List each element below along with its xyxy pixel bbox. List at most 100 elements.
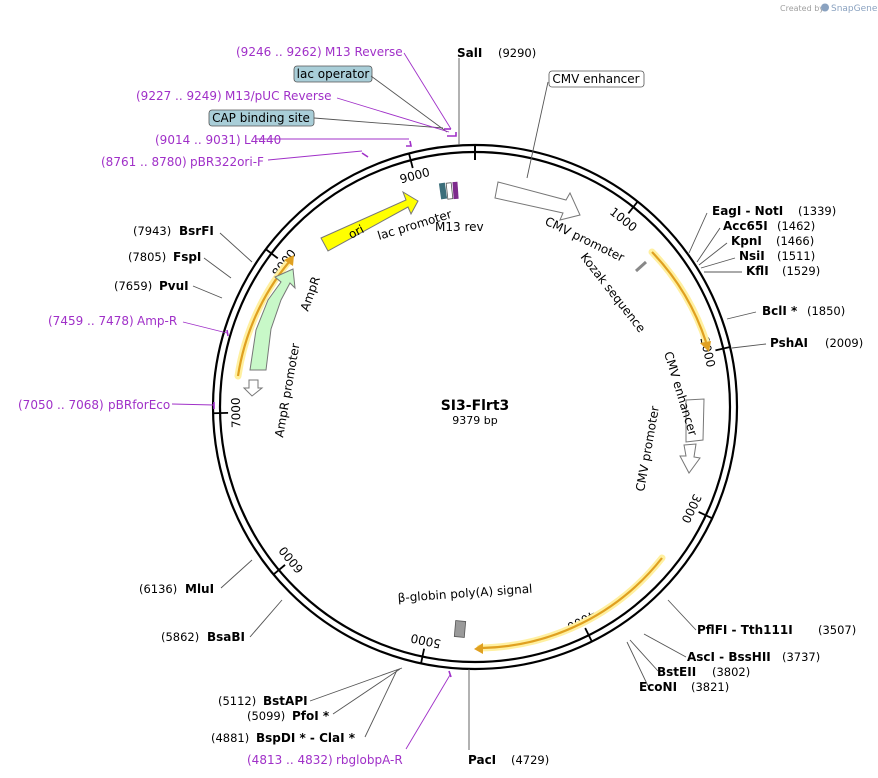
site-name-bsrfi: BsrFI	[179, 224, 214, 238]
site-pos-asci-bsshii: (3737)	[782, 650, 820, 664]
site-pos-pflfi-tth111i: (3507)	[818, 623, 856, 637]
lac-operator-mark	[438, 182, 448, 200]
site-pos-kpni: (1466)	[776, 234, 814, 248]
cmv-enhancer-inner-label: CMV enhancer	[661, 350, 700, 438]
kozak-feature	[634, 260, 648, 273]
orf-arc-1	[651, 251, 708, 343]
site-pos-econi: (3821)	[691, 680, 729, 694]
orf-arc-3	[236, 261, 290, 377]
site-name-eagi-noti: EagI - NotI	[712, 204, 783, 218]
primer-range-pbr322ori-f: (8761 .. 8780)	[101, 155, 187, 169]
primer-range-l4440: (9014 .. 9031)	[155, 133, 241, 147]
site-name-bsteii: BstEII	[657, 665, 696, 679]
site-name-bstapi: BstAPI	[263, 694, 308, 708]
orf-glow-2	[476, 554, 666, 652]
orf-arrow-3	[284, 255, 294, 266]
site-name-sali: SalI	[457, 46, 482, 60]
credit-text: Created by	[780, 4, 824, 13]
orf-arrow-1	[700, 341, 711, 352]
site-pos-bcli: (1850)	[807, 304, 845, 318]
primer-range-rbglobpa-r: (4813 .. 4832)	[247, 753, 333, 767]
kozak-label: Kozak sequence	[578, 250, 649, 335]
site-pos-bsteii: (3802)	[712, 665, 750, 679]
cap-binding-label: CAP binding site	[212, 111, 310, 125]
cmv-promoter-label-2: CMV promoter	[633, 405, 662, 493]
brand-text: SnapGene	[831, 4, 878, 14]
site-name-asci-bsshii: AscI - BssHII	[687, 650, 771, 664]
lac-promoter-mark	[445, 182, 454, 200]
site-name-bspdi-clai: BspDI * - ClaI *	[256, 731, 356, 745]
leader-lines	[192, 58, 767, 750]
plasmid-name: SI3-Flrt3	[441, 398, 510, 414]
m13-rev-mark	[452, 181, 459, 200]
ampr-promoter-label: AmpR promoter	[272, 342, 302, 438]
site-pos-paci: (4729)	[511, 753, 549, 767]
beta-globin-feature	[453, 620, 467, 638]
site-name-acc65i: Acc65I	[723, 219, 768, 233]
primer-marks	[213, 128, 457, 678]
site-pos-bstapi: (5112)	[218, 694, 256, 708]
primer-labels: (9246 .. 9262) M13 Reverse (9227 .. 9249…	[18, 45, 403, 767]
primer-range-pbrforeco: (7050 .. 7068)	[18, 398, 104, 412]
site-labels: SalI (9290) EagI - NotI (1339) Acc65I (1…	[114, 46, 863, 767]
site-pos-fspi: (7805)	[128, 250, 166, 264]
site-name-pfoi: PfoI *	[292, 709, 330, 723]
tick-label-5000: 5000	[409, 631, 442, 651]
cmv-enhancer-feature	[685, 398, 705, 443]
site-pos-kfli: (1529)	[782, 264, 820, 278]
site-name-paci: PacI	[468, 753, 496, 767]
primer-name-pbr322ori-f: pBR322ori-F	[190, 155, 264, 169]
m13-rev-label: M13 rev	[435, 220, 484, 234]
primer-leader-lines	[171, 52, 452, 750]
tick-label-9000: 9000	[398, 165, 431, 186]
site-pos-pfoi: (5099)	[247, 709, 285, 723]
tick-label-3000: 3000	[679, 492, 705, 526]
ampr-label: AmpR	[298, 275, 323, 313]
beta-globin-label: β-globin poly(A) signal	[397, 582, 533, 605]
site-name-kfli: KflI	[746, 264, 769, 278]
site-pos-bspdi-clai: (4881)	[211, 731, 249, 745]
tick-label-7000: 7000	[229, 397, 244, 428]
site-name-nsii: NsiI	[739, 249, 765, 263]
cmv-enhancer-label: CMV enhancer	[552, 72, 639, 86]
site-pos-pvui: (7659)	[114, 279, 152, 293]
site-pos-bsrfi: (7943)	[133, 224, 171, 238]
site-name-econi: EcoNI	[639, 680, 677, 694]
site-name-bsabi: BsaBI	[207, 630, 245, 644]
site-name-bcli: BclI *	[762, 304, 798, 318]
site-name-pflfi-tth111i: PflFI - Tth111I	[697, 623, 793, 637]
site-name-pvui: PvuI	[159, 279, 189, 293]
site-name-mlui: MluI	[185, 582, 214, 596]
ampr-promoter-feature	[242, 379, 264, 397]
primer-range-amp-r: (7459 .. 7478)	[48, 314, 134, 328]
orf-arc-2	[481, 557, 663, 650]
site-pos-eagi-noti: (1339)	[798, 204, 836, 218]
plasmid-length: 9379 bp	[452, 414, 497, 427]
ampr-feature	[249, 268, 296, 371]
orf-arrow-2	[474, 643, 483, 654]
snapgene-logo-icon	[821, 3, 829, 12]
ori-feature	[320, 190, 419, 252]
orf-glow-1	[648, 248, 711, 348]
site-name-kpni: KpnI	[731, 234, 762, 248]
primer-name-l4440: L4440	[244, 133, 281, 147]
site-pos-pshai: (2009)	[825, 336, 863, 350]
site-name-fspi: FspI	[173, 250, 201, 264]
site-pos-mlui: (6136)	[139, 582, 177, 596]
orf-arcs	[234, 248, 711, 654]
site-pos-bsabi: (5862)	[161, 630, 199, 644]
site-pos-nsii: (1511)	[777, 249, 815, 263]
features	[242, 181, 705, 638]
site-pos-acc65i: (1462)	[777, 219, 815, 233]
site-pos-sali: (9290)	[498, 46, 536, 60]
cmv-promoter-feature-1	[494, 181, 581, 221]
lac-operator-label: lac operator	[297, 67, 370, 81]
cmv-enhancer-box	[548, 70, 645, 88]
primer-name-pbrforeco: pBRforEco	[108, 398, 170, 412]
site-name-pshai: PshAI	[770, 336, 808, 350]
primer-name-amp-r: Amp-R	[137, 314, 177, 328]
primer-range-m13-reverse: (9246 .. 9262)	[236, 45, 322, 59]
primer-name-m13-puc-reverse: M13/pUC Reverse	[225, 89, 332, 103]
ori-label: ori	[346, 222, 366, 242]
